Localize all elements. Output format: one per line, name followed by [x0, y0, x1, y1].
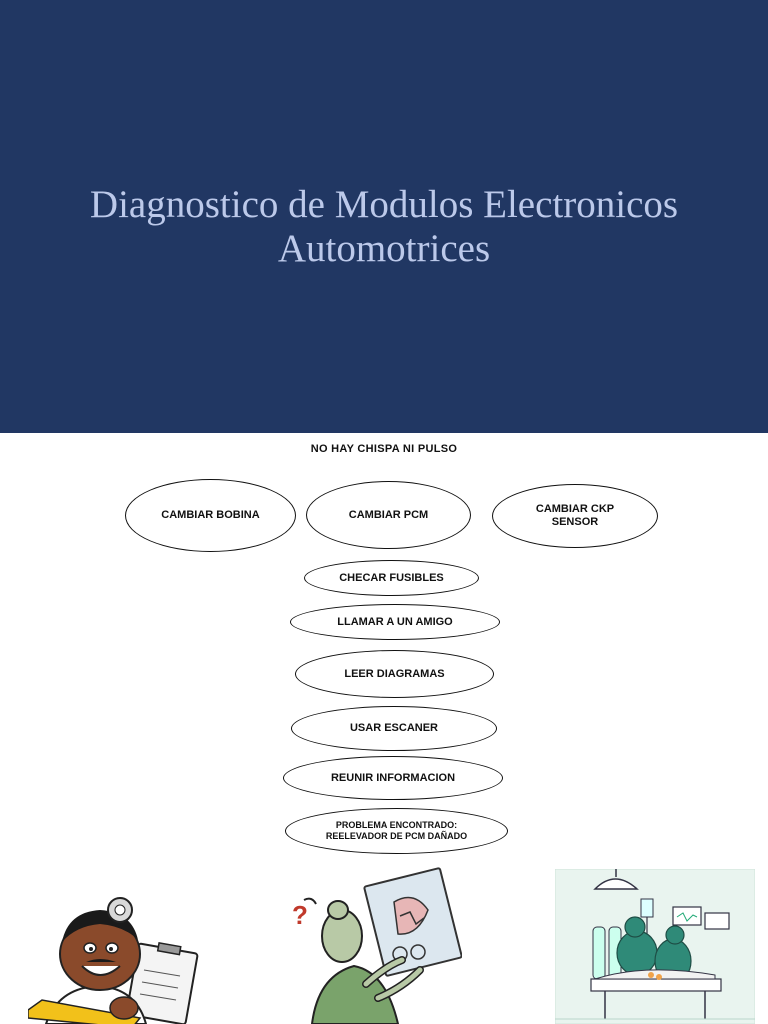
title-slide: Diagnostico de Modulos Electronicos Auto…: [0, 0, 768, 433]
oval-label: CAMBIAR PCM: [348, 508, 429, 521]
oval-cambiar-ckp-sensor: CAMBIAR CKP SENSOR: [492, 484, 658, 548]
slide-title-line2: Automotrices: [277, 227, 491, 270]
oval-label: CAMBIAR BOBINA: [161, 509, 260, 521]
slide-title: Diagnostico de Modulos Electronicos Auto…: [0, 183, 768, 271]
oval-llamar-amigo: LLAMAR A UN AMIGO: [290, 604, 500, 640]
svg-text:?: ?: [292, 900, 308, 930]
oval-label: CHECAR FUSIBLES: [339, 571, 444, 584]
oval-label: LEER DIAGRAMAS: [344, 667, 445, 680]
illustrations-strip: ?: [0, 866, 768, 1024]
oval-label-line2: REELEVADOR DE PCM DAÑADO: [325, 831, 468, 841]
doctor-cartoon-icon: [28, 897, 199, 1024]
oval-reunir-informacion: REUNIR INFORMACION: [283, 756, 503, 800]
diagram-heading: NO HAY CHISPA NI PULSO: [310, 443, 458, 455]
oval-checar-fusibles: CHECAR FUSIBLES: [304, 560, 479, 596]
oval-label-line1: PROBLEMA ENCONTRADO:: [335, 820, 458, 830]
surgery-room-cartoon-icon: [555, 869, 755, 1024]
oval-label: USAR ESCANER: [349, 722, 438, 734]
xray-mechanic-cartoon-icon: ?: [292, 867, 462, 1024]
oval-problema-encontrado: PROBLEMA ENCONTRADO: REELEVADOR DE PCM D…: [285, 808, 508, 854]
oval-label: REUNIR INFORMACION: [330, 771, 456, 784]
oval-cambiar-bobina: CAMBIAR BOBINA: [125, 479, 296, 552]
oval-usar-escaner: USAR ESCANER: [291, 706, 497, 751]
oval-leer-diagramas: LEER DIAGRAMAS: [295, 650, 494, 698]
oval-cambiar-pcm: CAMBIAR PCM: [306, 481, 471, 549]
oval-label-line2: SENSOR: [551, 516, 599, 528]
oval-label-line1: CAMBIAR CKP: [535, 503, 615, 515]
oval-label: LLAMAR A UN AMIGO: [337, 615, 453, 628]
slide-title-line1: Diagnostico de Modulos Electronicos: [89, 183, 679, 226]
